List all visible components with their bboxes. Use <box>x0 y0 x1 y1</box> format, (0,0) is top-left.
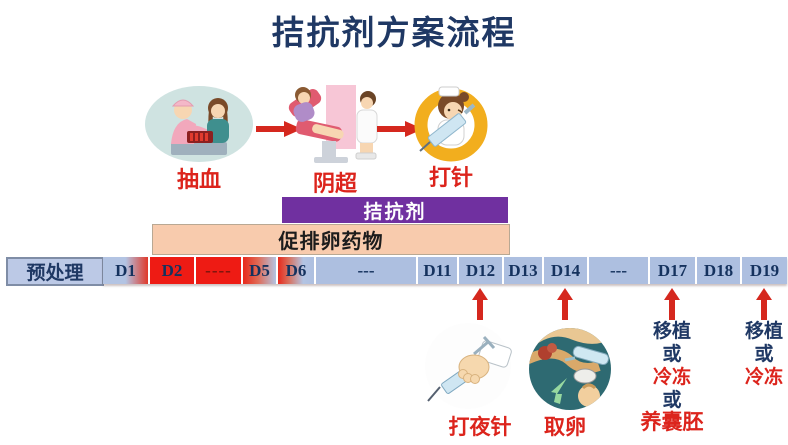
timeline-cell-d2: D2 <box>150 257 194 284</box>
d19-transfer-text: 移植 <box>744 321 783 342</box>
d17-outcome-block: 移植 或 冷冻 或 <box>632 320 712 412</box>
timeline-cell-gap2: --- <box>316 257 416 284</box>
blood-draw-icon <box>145 86 253 162</box>
timeline-row: D1 D2 ---- D5 D6 --- D11 D12 D13 D14 ---… <box>103 257 787 284</box>
timeline-cell-d18: D18 <box>697 257 740 284</box>
timeline-cell-d11: D11 <box>418 257 457 284</box>
egg-retrieval-label: 取卵 <box>544 415 586 439</box>
timeline-cell-d17: D17 <box>650 257 695 284</box>
timeline-cell-d12: D12 <box>459 257 502 284</box>
d19-freeze-text: 冷冻 <box>744 367 783 388</box>
d19-or-text: 或 <box>754 344 774 365</box>
d17-freeze-text: 冷冻 <box>652 367 691 388</box>
ultrasound-label: 阴超 <box>312 171 357 196</box>
flow-arrow-icon <box>256 121 302 137</box>
timeline-cell-d19: D19 <box>742 257 787 284</box>
up-arrow-icon <box>557 288 573 320</box>
up-arrow-icon <box>664 288 680 320</box>
injection-icon <box>414 86 488 162</box>
timeline-cell-gap1: ---- <box>196 257 241 284</box>
antagonist-bar: 拮抗剂 <box>282 197 508 223</box>
night-injection-syringe-icon <box>425 323 512 409</box>
d17-transfer-text: 移植 <box>652 321 691 342</box>
timeline-cell-d14: D14 <box>544 257 587 284</box>
timeline-cell-d6: D6 <box>278 257 314 284</box>
d19-outcome-block: 移植 或 冷冻 <box>724 320 788 389</box>
egg-retrieval-icon <box>529 328 611 410</box>
trigger-shot-label: 打夜针 <box>448 415 512 439</box>
pretreatment-box: 预处理 <box>6 257 104 286</box>
d17-or2-text: 或 <box>662 390 682 411</box>
ultrasound-icon <box>288 85 378 163</box>
timeline-cell-d5: D5 <box>243 257 276 284</box>
timeline-cell-d1: D1 <box>103 257 148 284</box>
up-arrow-icon <box>472 288 488 320</box>
d17-blastocyst-text: 养囊胚 <box>640 410 704 434</box>
d17-or-text: 或 <box>662 344 682 365</box>
stimulation-drugs-bar: 促排卵药物 <box>152 224 510 255</box>
flow-arrow-icon <box>377 121 423 137</box>
page-title: 拮抗剂方案流程 <box>271 16 517 52</box>
timeline-cell-d13: D13 <box>504 257 542 284</box>
up-arrow-icon <box>756 288 772 320</box>
blood-draw-label: 抽血 <box>176 167 221 192</box>
injection-label: 打针 <box>428 165 473 190</box>
timeline-cell-gap3: --- <box>589 257 648 284</box>
